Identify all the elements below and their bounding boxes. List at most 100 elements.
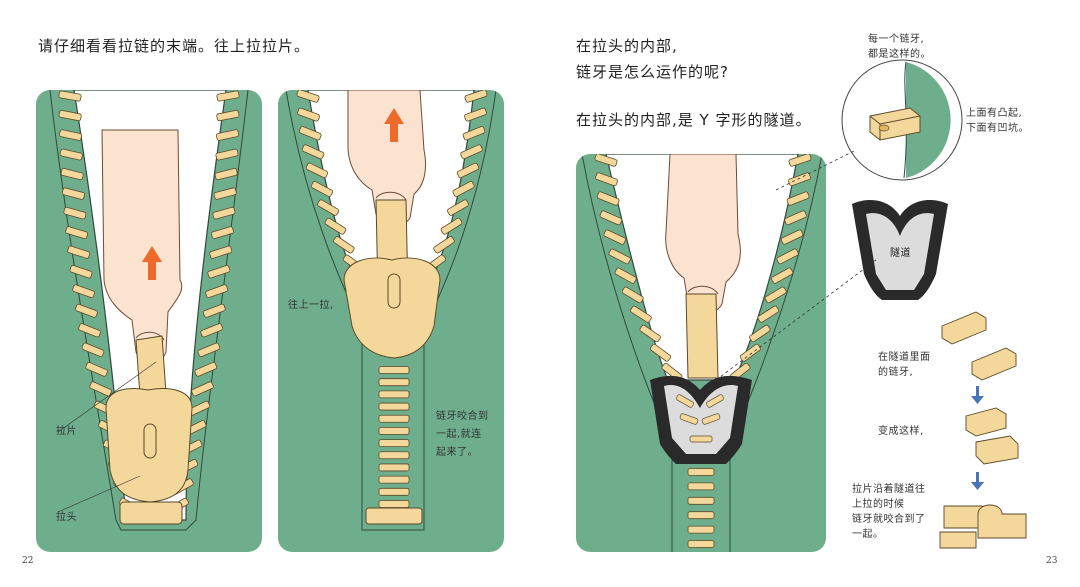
- zipper-tooth: [608, 248, 631, 265]
- zipper-tooth: [59, 148, 83, 161]
- zipper-tooth: [202, 303, 226, 318]
- label-teeth-mesh: 链牙咬合到 一起,就连 起来了。: [436, 411, 489, 458]
- zipper-tooth: [594, 154, 618, 167]
- tooth-caption-top: 每一个链牙, 都是这样的。: [868, 34, 931, 60]
- tooth-caption-side: 上面有凸起, 下面有凹坑。: [966, 108, 1029, 134]
- zipper-tooth: [75, 303, 98, 318]
- zipper-tooth: [378, 487, 410, 496]
- zipper-tooth: [378, 439, 410, 447]
- zipper-tooth: [599, 210, 623, 226]
- zipper-tooth: [462, 126, 486, 141]
- zipper-tooth: [215, 148, 239, 161]
- zipper-tooth: [63, 206, 87, 220]
- zipper-tooth: [378, 500, 410, 508]
- zipper-tooth: [333, 236, 355, 254]
- step2-text: 变成这样,: [878, 426, 924, 437]
- zipper-tooth: [378, 463, 410, 472]
- instruction-text: 请仔细看看拉链的末端。往上拉拉片。: [38, 37, 311, 55]
- zipper-tooth: [378, 402, 410, 411]
- label-slider: 拉头: [56, 512, 77, 523]
- zipper-tooth: [776, 248, 799, 265]
- zipper-tooth: [460, 144, 483, 160]
- zipper-tooth: [621, 286, 644, 304]
- zipper-tooth: [78, 323, 101, 338]
- zipper-tooth: [85, 361, 108, 377]
- zipper-tooth: [197, 342, 221, 358]
- step1-text: 在隧道里面 的链牙,: [878, 352, 931, 378]
- zipper-tooth: [213, 187, 237, 200]
- zipper-tooth: [786, 191, 810, 206]
- zipper-tooth: [757, 305, 780, 323]
- zipper-panel-closing: 往上一拉, 链牙咬合到 一起,就连 起来了。: [278, 90, 504, 552]
- zipper-tooth: [207, 265, 231, 279]
- zipper-tooth: [378, 427, 410, 435]
- zipper-tooth: [378, 390, 410, 399]
- zipper-tooth: [630, 305, 652, 323]
- zipper-tooth: [780, 229, 804, 245]
- page-number-right: 23: [1046, 556, 1058, 566]
- zipper-tooth: [72, 284, 95, 299]
- zipper-tooth: [216, 109, 240, 122]
- zipper-tooth: [687, 540, 715, 548]
- zipper-tooth: [378, 378, 410, 387]
- zipper-tooth: [378, 451, 410, 460]
- zipper-tooth: [447, 199, 469, 216]
- zipper-tooth: [297, 107, 320, 122]
- y-tunnel-diagram: 隧道: [850, 196, 950, 300]
- zipper-tooth: [67, 245, 91, 259]
- tunnel-text: 在拉头的内部,是 Y 字形的隧道。: [576, 111, 812, 129]
- zipper-tooth: [464, 107, 487, 122]
- zipper-tooth: [603, 229, 626, 245]
- zipper-tooth: [317, 199, 340, 216]
- tunnel-label: 隧道: [890, 248, 911, 259]
- zipper-tooth: [378, 414, 410, 423]
- zipper-tooth: [614, 267, 637, 284]
- zipper-tooth: [81, 342, 105, 358]
- zipper-tooth: [687, 511, 715, 520]
- label-pull-tab: 拉片: [56, 426, 77, 437]
- zipper-tooth: [298, 126, 322, 141]
- leader-lines: [715, 150, 877, 381]
- zipper-tooth: [764, 286, 787, 304]
- zipper-tooth: [739, 343, 761, 362]
- question-line-1: 在拉头的内部,: [576, 37, 678, 55]
- zipper-tooth: [191, 381, 214, 397]
- zipper-tooth: [378, 366, 410, 374]
- zipper-tooth: [687, 525, 715, 534]
- zipper-tooth: [58, 109, 82, 122]
- tooth-step-illustrations: [939, 311, 1027, 549]
- zipper-tooth: [296, 90, 320, 103]
- zipper-tooth: [89, 381, 112, 397]
- zipper-tooth: [58, 90, 82, 102]
- zipper-tooth: [771, 267, 794, 284]
- zipper-tooth: [784, 210, 807, 226]
- zipper-tooth: [212, 206, 236, 220]
- zipper-tooth: [60, 168, 84, 181]
- zipper-tooth: [749, 324, 771, 343]
- zipper-tooth: [209, 245, 233, 259]
- question-line-2: 链牙是怎么运作的呢?: [576, 63, 729, 81]
- zipper-tooth: [216, 90, 240, 102]
- zipper-tooth: [301, 144, 325, 160]
- zipper-tooth: [596, 191, 620, 206]
- zipper-tooth: [194, 361, 218, 377]
- zipper-tooth: [214, 168, 238, 181]
- page-number-left: 22: [22, 556, 34, 566]
- zipper-tooth: [464, 90, 488, 103]
- zipper-tooth: [440, 217, 463, 235]
- zipper-tooth: [205, 284, 229, 299]
- zipper-tooth: [310, 181, 334, 197]
- zipper-tooth: [649, 343, 672, 362]
- zipper-panel-open: 拉片 拉头: [36, 90, 262, 552]
- zipper-tooth: [61, 187, 85, 200]
- zipper-tooth: [69, 265, 93, 279]
- zipper-tooth: [216, 129, 240, 141]
- zipper-tooth: [433, 236, 455, 254]
- label-pull-up: 往上一拉,: [288, 300, 334, 311]
- tooth-magnifier: [840, 58, 964, 182]
- zipper-tooth: [456, 162, 480, 179]
- zipper-tooth: [210, 226, 234, 240]
- zipper-tooth: [687, 482, 715, 491]
- step3-text: 拉片沿着隧道往 上拉的时候 链牙就咬合到了 一起。: [852, 484, 926, 540]
- zipper-tooth: [639, 324, 661, 343]
